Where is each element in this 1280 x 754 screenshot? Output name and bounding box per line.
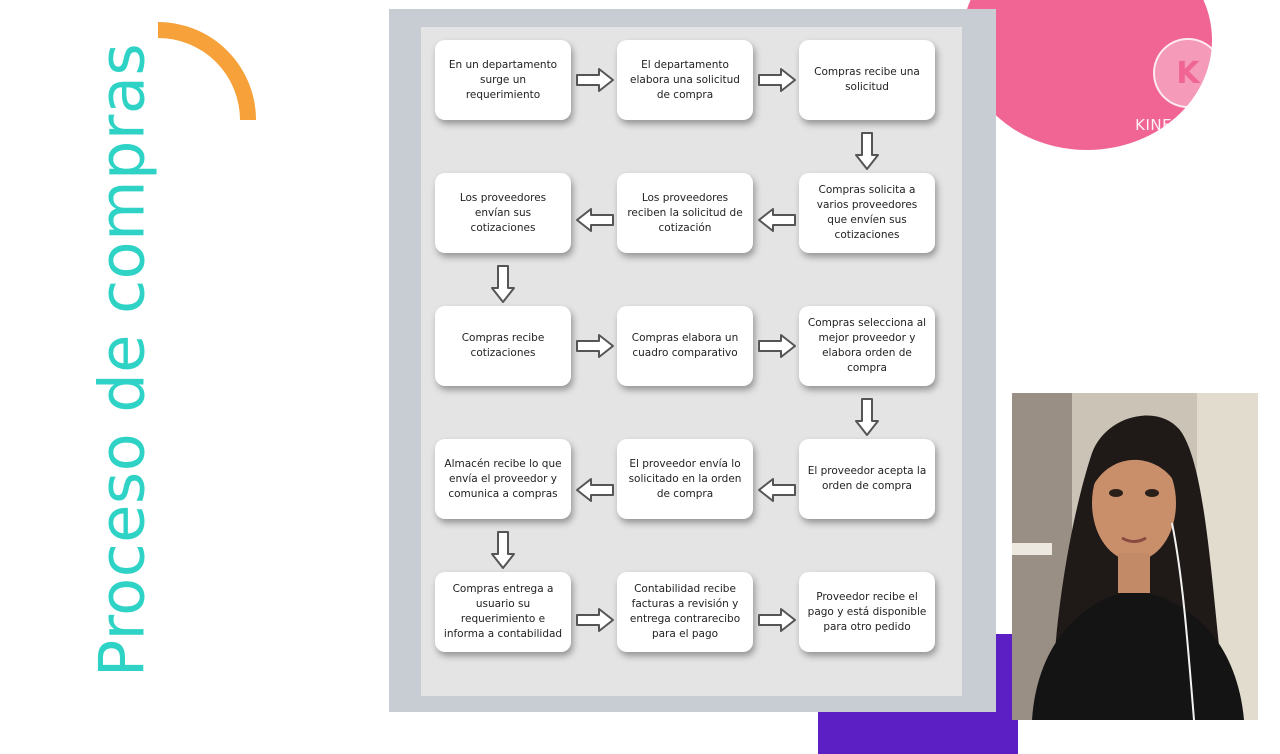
slide-title: Proceso de compras (85, 42, 159, 678)
kinemaster-logo-icon: K (1153, 38, 1223, 108)
flow-step-2: El departamento elabora una solicitud de… (617, 40, 753, 120)
flow-step-text: Contabilidad recibe facturas a revisión … (629, 583, 741, 640)
presenter-video (1012, 393, 1258, 720)
flow-step-1: En un departamento surge un requerimient… (435, 40, 571, 120)
arrow-left-icon (576, 208, 614, 232)
flow-step-text: Los proveedores reciben la solicitud de … (627, 191, 743, 234)
flow-step-5: Los proveedores reciben la solicitud de … (617, 173, 753, 253)
flow-step-10: El proveedor acepta la orden de compra (799, 439, 935, 519)
flow-step-8: Compras elabora un cuadro comparativo (617, 306, 753, 386)
arrow-left-icon (758, 208, 796, 232)
flow-step-6: Los proveedores envían sus cotizaciones (435, 173, 571, 253)
flow-step-12: Almacén recibe lo que envía el proveedor… (435, 439, 571, 519)
arrow-right-icon (576, 608, 614, 632)
flow-step-9: Compras selecciona al mejor proveedor y … (799, 306, 935, 386)
arrow-left-icon (758, 478, 796, 502)
arrow-down-icon (491, 265, 515, 303)
flow-step-text: El proveedor acepta la orden de compra (807, 465, 927, 492)
arrow-down-icon (855, 132, 879, 170)
flow-step-text: Compras recibe cotizaciones (461, 332, 545, 359)
flow-step-text: Compras recibe una solicitud (814, 66, 920, 93)
flow-step-text: Compras solicita a varios proveedores qu… (816, 184, 918, 241)
flow-step-text: El departamento elabora una solicitud de… (630, 58, 740, 101)
flow-step-text: Los proveedores envían sus cotizaciones (459, 191, 547, 234)
kinemaster-watermark: K KINEMASTER (1126, 38, 1246, 138)
flowchart-canvas: En un departamento surge un requerimient… (421, 27, 962, 696)
flow-step-text: Compras elabora un cuadro comparativo (631, 332, 739, 359)
slide-title-container: Proceso de compras (85, 0, 159, 720)
flow-step-7: Compras recibe cotizaciones (435, 306, 571, 386)
flow-step-14: Contabilidad recibe facturas a revisión … (617, 572, 753, 652)
flow-step-text: Proveedor recibe el pago y está disponib… (807, 590, 927, 633)
arrow-right-icon (758, 608, 796, 632)
orange-arc-decoration (158, 22, 256, 120)
arrow-down-icon (491, 531, 515, 569)
arrow-right-icon (758, 334, 796, 358)
flowchart-frame: En un departamento surge un requerimient… (389, 9, 996, 712)
flow-step-text: El proveedor envía lo solicitado en la o… (628, 457, 742, 500)
kinemaster-watermark-text: KINEMASTER (1135, 116, 1237, 134)
kinemaster-logo-letter: K (1176, 56, 1200, 91)
arrow-down-icon (855, 398, 879, 436)
arrow-right-icon (576, 334, 614, 358)
flow-step-text: Almacén recibe lo que envía el proveedor… (444, 457, 562, 500)
presentation-slide: Proceso de compras K KINEMASTER En un de… (85, 0, 1258, 754)
flow-step-text: Compras entrega a usuario su requerimien… (443, 583, 563, 640)
flow-step-4: Compras solicita a varios proveedores qu… (799, 173, 935, 253)
flow-step-3: Compras recibe una solicitud (799, 40, 935, 120)
flow-step-text: En un departamento surge un requerimient… (448, 58, 558, 101)
flow-step-text: Compras selecciona al mejor proveedor y … (807, 317, 927, 374)
arrow-right-icon (576, 68, 614, 92)
presenter-silhouette (1012, 393, 1258, 720)
flow-step-15: Proveedor recibe el pago y está disponib… (799, 572, 935, 652)
flow-step-13: Compras entrega a usuario su requerimien… (435, 572, 571, 652)
arrow-right-icon (758, 68, 796, 92)
flow-step-11: El proveedor envía lo solicitado en la o… (617, 439, 753, 519)
arrow-left-icon (576, 478, 614, 502)
